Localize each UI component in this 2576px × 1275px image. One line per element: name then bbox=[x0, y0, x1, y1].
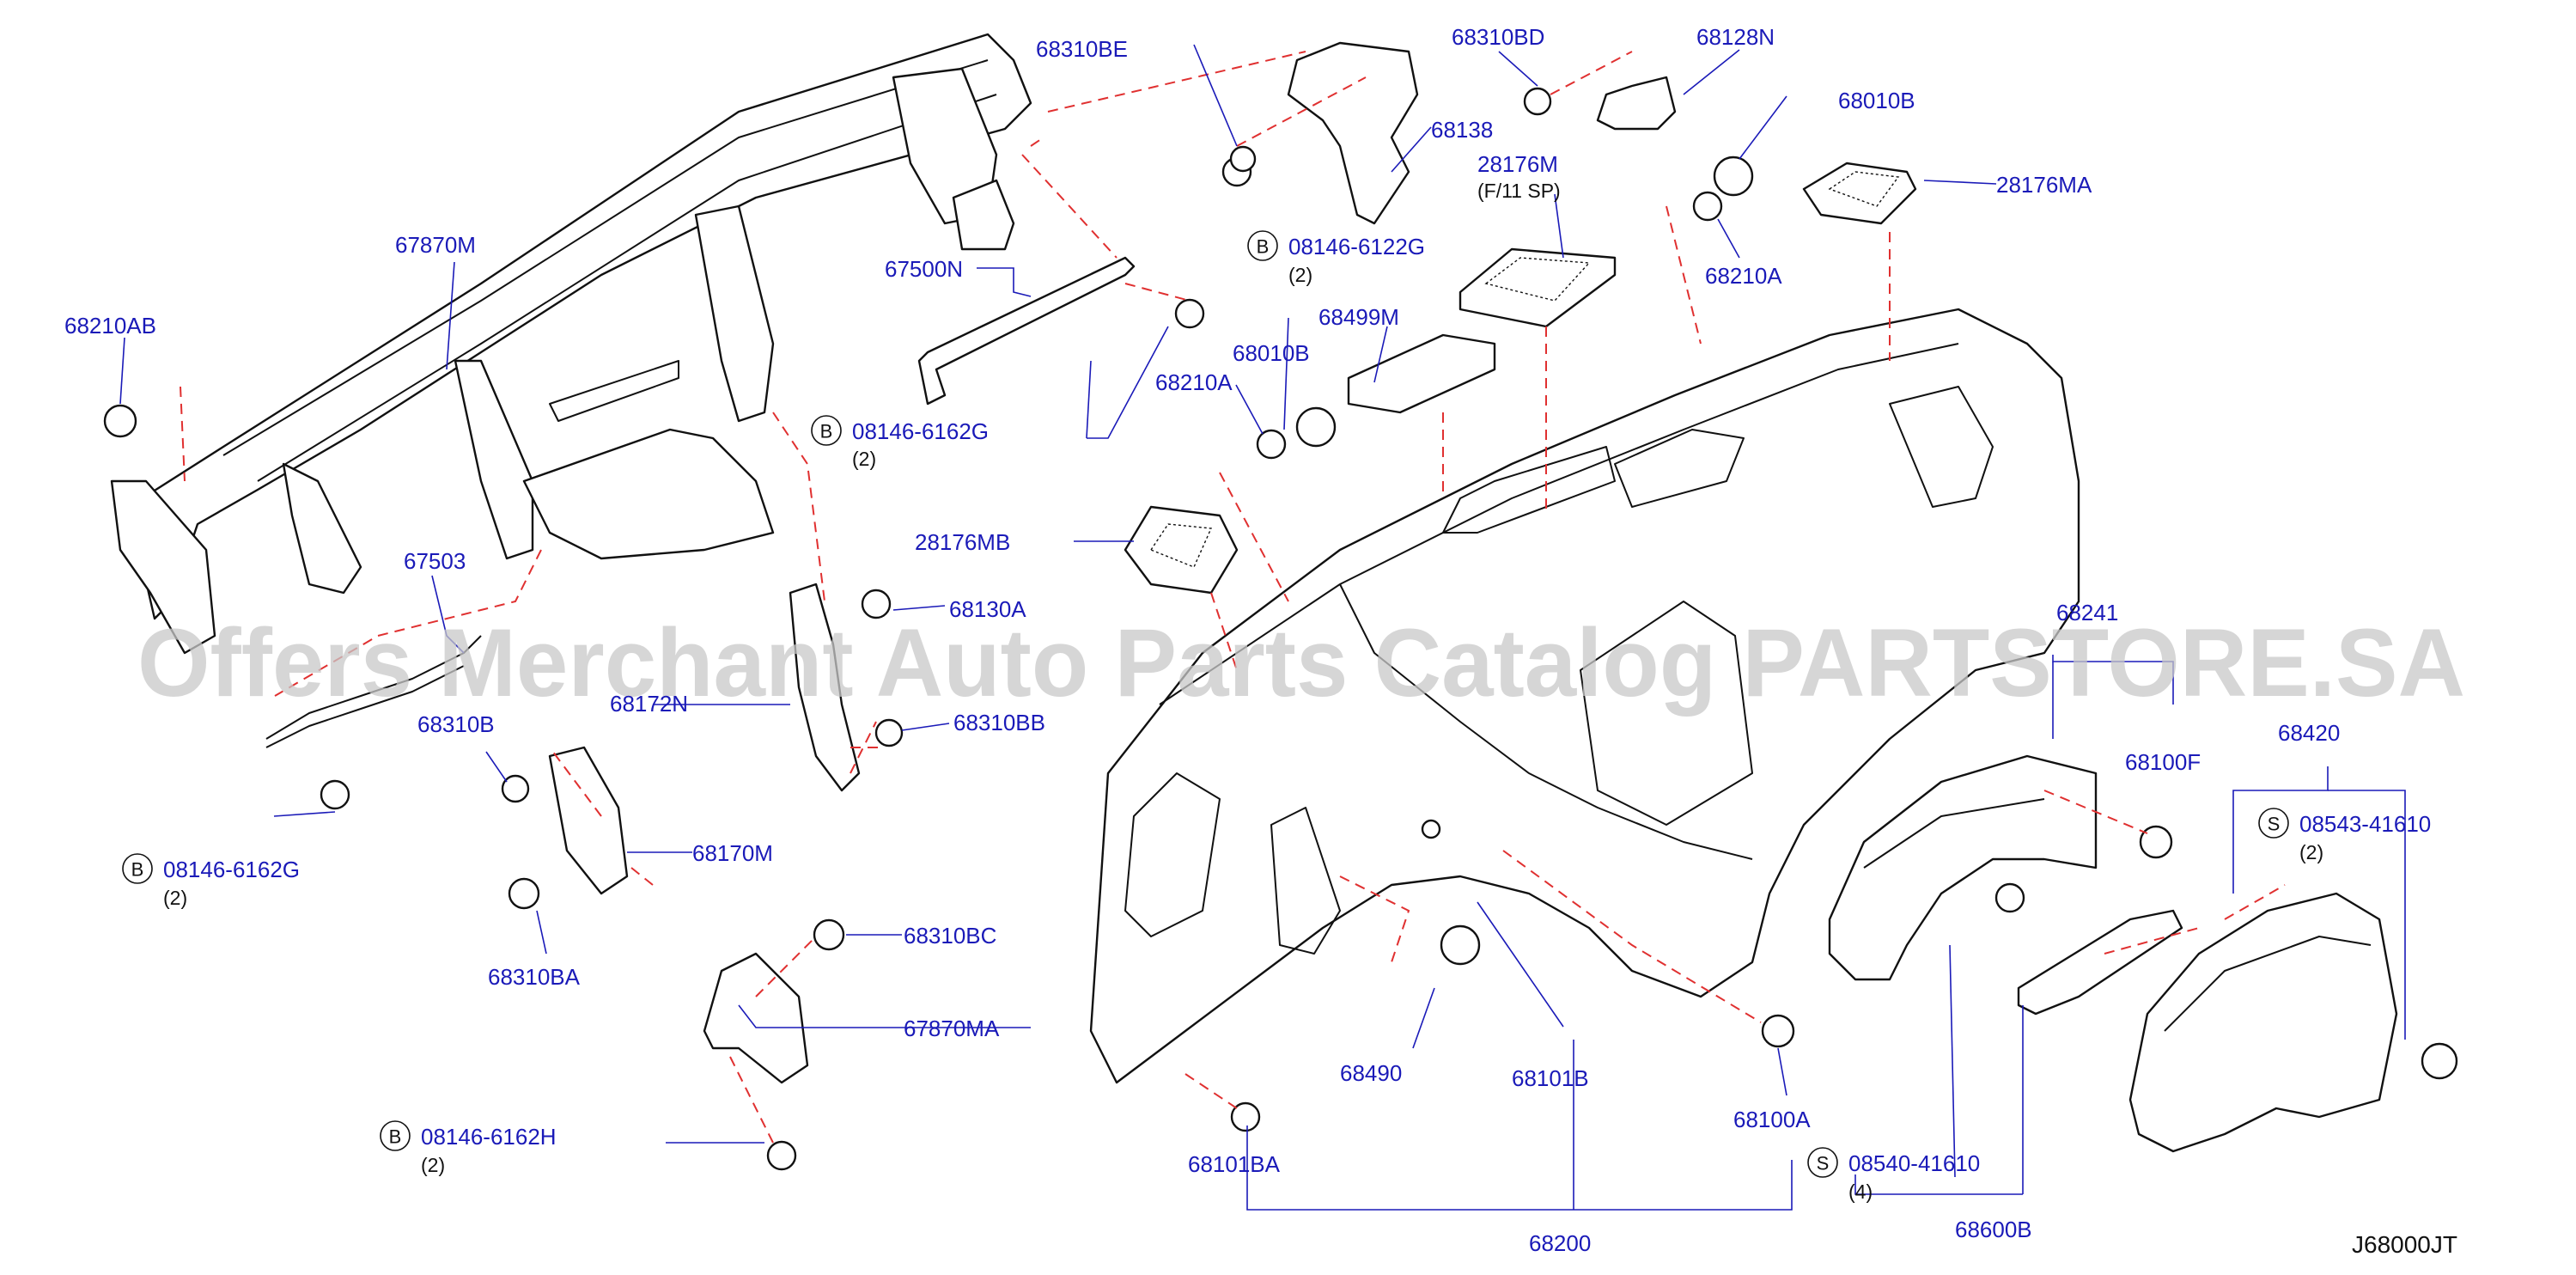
speaker-grille-28176m-drawing bbox=[1459, 247, 1617, 328]
glove-box-68420-drawing bbox=[2128, 892, 2398, 1153]
part-labels: 68310BE 68138 68310BD 68128N 68010B 2817… bbox=[64, 24, 2340, 1256]
bolt-number: 08543-41610 bbox=[2299, 811, 2431, 837]
part-label[interactable]: 68170M bbox=[692, 840, 773, 866]
glove-box-lid-68241-drawing bbox=[1828, 754, 2098, 981]
bolt-quantity: (2) bbox=[163, 887, 187, 909]
badge-letter: S bbox=[1817, 1153, 1830, 1174]
part-label[interactable]: 68100F bbox=[2125, 749, 2201, 775]
bracket-67500n-drawing bbox=[917, 256, 1136, 406]
bolt-quantity: (2) bbox=[1288, 264, 1312, 286]
badge-letter: S bbox=[2268, 814, 2281, 835]
part-label[interactable]: 68310B bbox=[417, 711, 495, 737]
part-label[interactable]: 68310BE bbox=[1036, 36, 1128, 62]
part-label[interactable]: 68100A bbox=[1733, 1107, 1811, 1132]
bracket-68128n-drawing bbox=[1596, 76, 1677, 131]
speaker-grille-28176mb-drawing bbox=[1124, 505, 1239, 595]
bolt-quantity: (2) bbox=[421, 1154, 445, 1176]
bolt-label-b6[interactable]: S 08540-41610 (4) bbox=[1807, 1147, 1980, 1203]
part-label[interactable]: 28176MB bbox=[915, 529, 1010, 555]
bolt-number: 08146-6162G bbox=[163, 857, 300, 882]
part-label[interactable]: 68210A bbox=[1705, 263, 1782, 289]
lid-68499m-drawing bbox=[1347, 333, 1496, 414]
bolt-label-b5[interactable]: S 08543-41610 (2) bbox=[2258, 808, 2431, 863]
part-label[interactable]: 68310BA bbox=[488, 964, 581, 990]
part-label[interactable]: 67503 bbox=[404, 548, 466, 574]
part-label[interactable]: 28176M bbox=[1477, 151, 1558, 177]
badge-letter: B bbox=[820, 421, 833, 442]
bolt-number: 08146-6162H bbox=[421, 1124, 557, 1150]
part-label[interactable]: 68101BA bbox=[1188, 1151, 1281, 1177]
bolt-quantity: (4) bbox=[1848, 1180, 1873, 1203]
part-label[interactable]: 68210AB bbox=[64, 313, 156, 339]
cover-68600b-drawing bbox=[2017, 909, 2183, 1016]
steering-member-drawing bbox=[110, 33, 1032, 655]
bolt-label-b3[interactable]: B 08146-6162G (2) bbox=[122, 853, 300, 909]
instrument-panel-drawing bbox=[1089, 308, 2080, 1084]
part-label[interactable]: 68138 bbox=[1431, 117, 1493, 143]
part-label[interactable]: 68499M bbox=[1318, 304, 1399, 330]
bolt-label-b1[interactable]: B 08146-6122G (2) bbox=[1247, 230, 1425, 286]
fasteners-drawing bbox=[103, 87, 2458, 1171]
bolt-quantity: (2) bbox=[852, 448, 876, 470]
diagram-code: J68000JT bbox=[2352, 1231, 2457, 1258]
part-label[interactable]: 68172N bbox=[610, 691, 688, 717]
part-label[interactable]: 68010B bbox=[1838, 88, 1915, 113]
bolt-quantity: (2) bbox=[2299, 841, 2323, 863]
part-label[interactable]: 67870M bbox=[395, 232, 476, 258]
badge-letter: B bbox=[131, 859, 144, 881]
part-label[interactable]: 68310BD bbox=[1452, 24, 1544, 50]
assembly-leaders bbox=[180, 51, 2286, 1144]
part-label[interactable]: 68310BB bbox=[953, 710, 1045, 735]
badge-letter: B bbox=[389, 1126, 402, 1148]
part-label[interactable]: 68241 bbox=[2056, 600, 2118, 625]
bracket-68138-drawing bbox=[1287, 41, 1419, 225]
bolt-number: 08540-41610 bbox=[1848, 1150, 1980, 1176]
part-label[interactable]: 68130A bbox=[949, 596, 1026, 622]
part-label[interactable]: 68101B bbox=[1512, 1065, 1589, 1091]
bolt-label-b2[interactable]: B 08146-6162G (2) bbox=[811, 415, 989, 470]
part-label[interactable]: 28176MA bbox=[1996, 172, 2092, 198]
part-label[interactable]: 67500N bbox=[885, 256, 963, 282]
part-label[interactable]: 68420 bbox=[2278, 720, 2340, 746]
bolt-label-b4[interactable]: B 08146-6162H (2) bbox=[380, 1120, 557, 1176]
part-label[interactable]: 68310BC bbox=[904, 923, 996, 949]
part-label[interactable]: 68600B bbox=[1955, 1217, 2032, 1242]
lower-brackets-drawing bbox=[548, 583, 861, 1084]
part-label[interactable]: 67870MA bbox=[904, 1016, 1000, 1041]
part-label[interactable]: 68210A bbox=[1155, 369, 1233, 395]
bolt-number: 08146-6122G bbox=[1288, 234, 1425, 259]
harness-67503-drawing bbox=[265, 635, 482, 748]
badge-letter: B bbox=[1257, 236, 1270, 258]
part-label[interactable]: 68490 bbox=[1340, 1060, 1402, 1086]
watermark: Offers Merchant Auto Parts Catalog PARTS… bbox=[137, 609, 2465, 717]
part-label[interactable]: 68128N bbox=[1696, 24, 1775, 50]
bolt-number: 08146-6162G bbox=[852, 418, 989, 444]
part-label[interactable]: 68200 bbox=[1529, 1230, 1591, 1256]
note-28176m: (F/11 SP) bbox=[1477, 180, 1561, 202]
part-label[interactable]: 68010B bbox=[1233, 340, 1310, 366]
label-leader-lines bbox=[119, 44, 2406, 1211]
speaker-grille-28176ma-drawing bbox=[1802, 162, 1917, 225]
